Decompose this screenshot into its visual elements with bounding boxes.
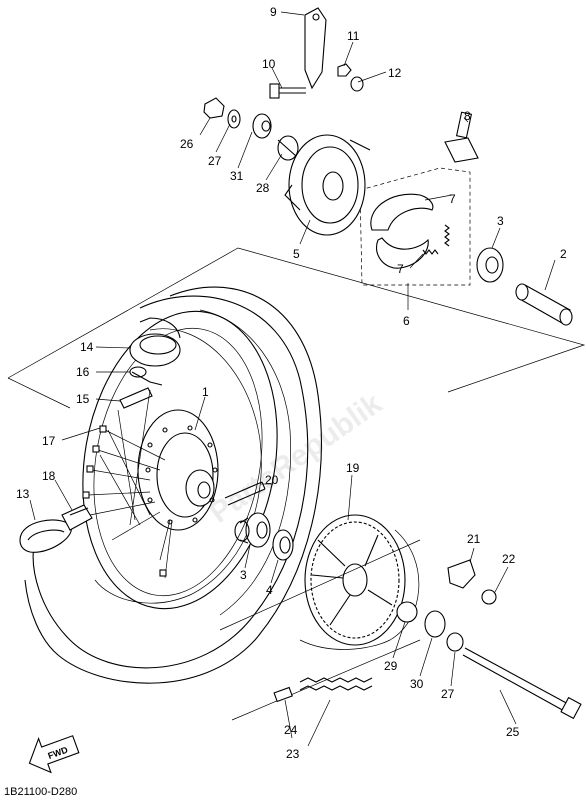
watermark: PartsRepublik <box>204 387 388 530</box>
callout-9: 9 <box>270 5 277 19</box>
rim-band-14 <box>129 317 181 367</box>
diagram-code: 1B21100-D280 <box>4 786 77 798</box>
forward-direction-arrow: FWD <box>28 735 80 774</box>
rear-hub <box>137 409 219 531</box>
tube-protector-18 <box>61 504 93 531</box>
callout-19: 19 <box>346 461 360 475</box>
callout-11: 11 <box>347 29 360 43</box>
callout-15: 15 <box>76 392 90 406</box>
callout-29: 29 <box>384 659 398 673</box>
nut-26 <box>203 97 225 119</box>
callout-16: 16 <box>76 365 90 379</box>
callout-5: 5 <box>293 247 300 261</box>
callout-25: 25 <box>506 725 520 739</box>
sprocket-hub-30 <box>424 610 446 638</box>
spring-7-lower <box>422 249 439 255</box>
bearing-3-lower <box>234 512 271 548</box>
bolt-10 <box>269 83 306 99</box>
callout-21: 21 <box>467 532 481 546</box>
callout-3-lower: 3 <box>240 568 247 582</box>
assembly-plane-outline <box>7 247 586 393</box>
washer-12 <box>350 76 364 92</box>
callout-27-upper: 27 <box>208 154 222 168</box>
callout-31: 31 <box>230 169 244 183</box>
spoke-nipples <box>82 425 167 577</box>
callout-28: 28 <box>256 181 270 195</box>
callout-26: 26 <box>180 137 194 151</box>
nut-22 <box>481 589 497 605</box>
callout-1: 1 <box>202 385 209 399</box>
collar-31 <box>252 113 272 139</box>
chain-adjuster-21 <box>447 559 476 589</box>
callout-10: 10 <box>262 57 276 71</box>
callout-7-upper: 7 <box>449 192 456 206</box>
brake-camshaft-lever-9 <box>304 7 327 90</box>
nut-11 <box>337 63 352 77</box>
rear-sprocket-19 <box>304 514 406 646</box>
spring-7-upper <box>444 224 450 247</box>
rear-axle-25 <box>462 647 582 720</box>
callout-20: 20 <box>265 473 279 487</box>
bearing-3-upper <box>476 247 504 283</box>
leader-lines <box>29 11 556 747</box>
collar-29 <box>396 601 418 623</box>
brake-shoe-6 <box>370 193 434 269</box>
assembly-plane-lower-edge <box>7 377 71 409</box>
callout-8: 8 <box>464 109 471 123</box>
callout-4: 4 <box>266 583 273 597</box>
callout-23: 23 <box>286 747 300 761</box>
washer-27-lower <box>446 632 464 652</box>
callout-18: 18 <box>42 469 56 483</box>
callout-22: 22 <box>502 552 516 566</box>
callout-7-lower: 7 <box>397 262 404 276</box>
master-link-24 <box>273 686 293 703</box>
callout-numbers: 9 11 10 12 8 26 27 31 28 7 3 5 2 7 6 14 … <box>16 5 567 761</box>
brake-shoe-plate-5 <box>284 134 371 236</box>
callout-24: 24 <box>284 723 298 737</box>
sprocket-guard-outline <box>299 529 420 650</box>
bushing-28 <box>277 135 299 161</box>
brake-camshaft-8 <box>444 111 479 163</box>
oil-seal-4 <box>272 529 294 561</box>
callout-13: 13 <box>16 487 30 501</box>
shoe-kit-box <box>359 167 471 286</box>
spokes <box>87 389 173 579</box>
callout-27-lower: 27 <box>441 687 455 701</box>
callout-14: 14 <box>80 340 94 354</box>
callout-3-upper: 3 <box>497 214 504 228</box>
valve-15 <box>119 387 153 409</box>
drive-chain-23 <box>219 539 421 721</box>
spacer-2 <box>515 283 573 326</box>
callout-17: 17 <box>42 434 56 448</box>
callout-30: 30 <box>410 677 424 691</box>
valve-cap-16 <box>129 366 163 386</box>
callout-12: 12 <box>388 66 402 80</box>
callout-6: 6 <box>403 314 410 328</box>
collar-bolt-20 <box>224 481 266 506</box>
washer-27-upper <box>227 109 241 129</box>
tube-13 <box>19 519 72 553</box>
callout-2: 2 <box>560 247 567 261</box>
